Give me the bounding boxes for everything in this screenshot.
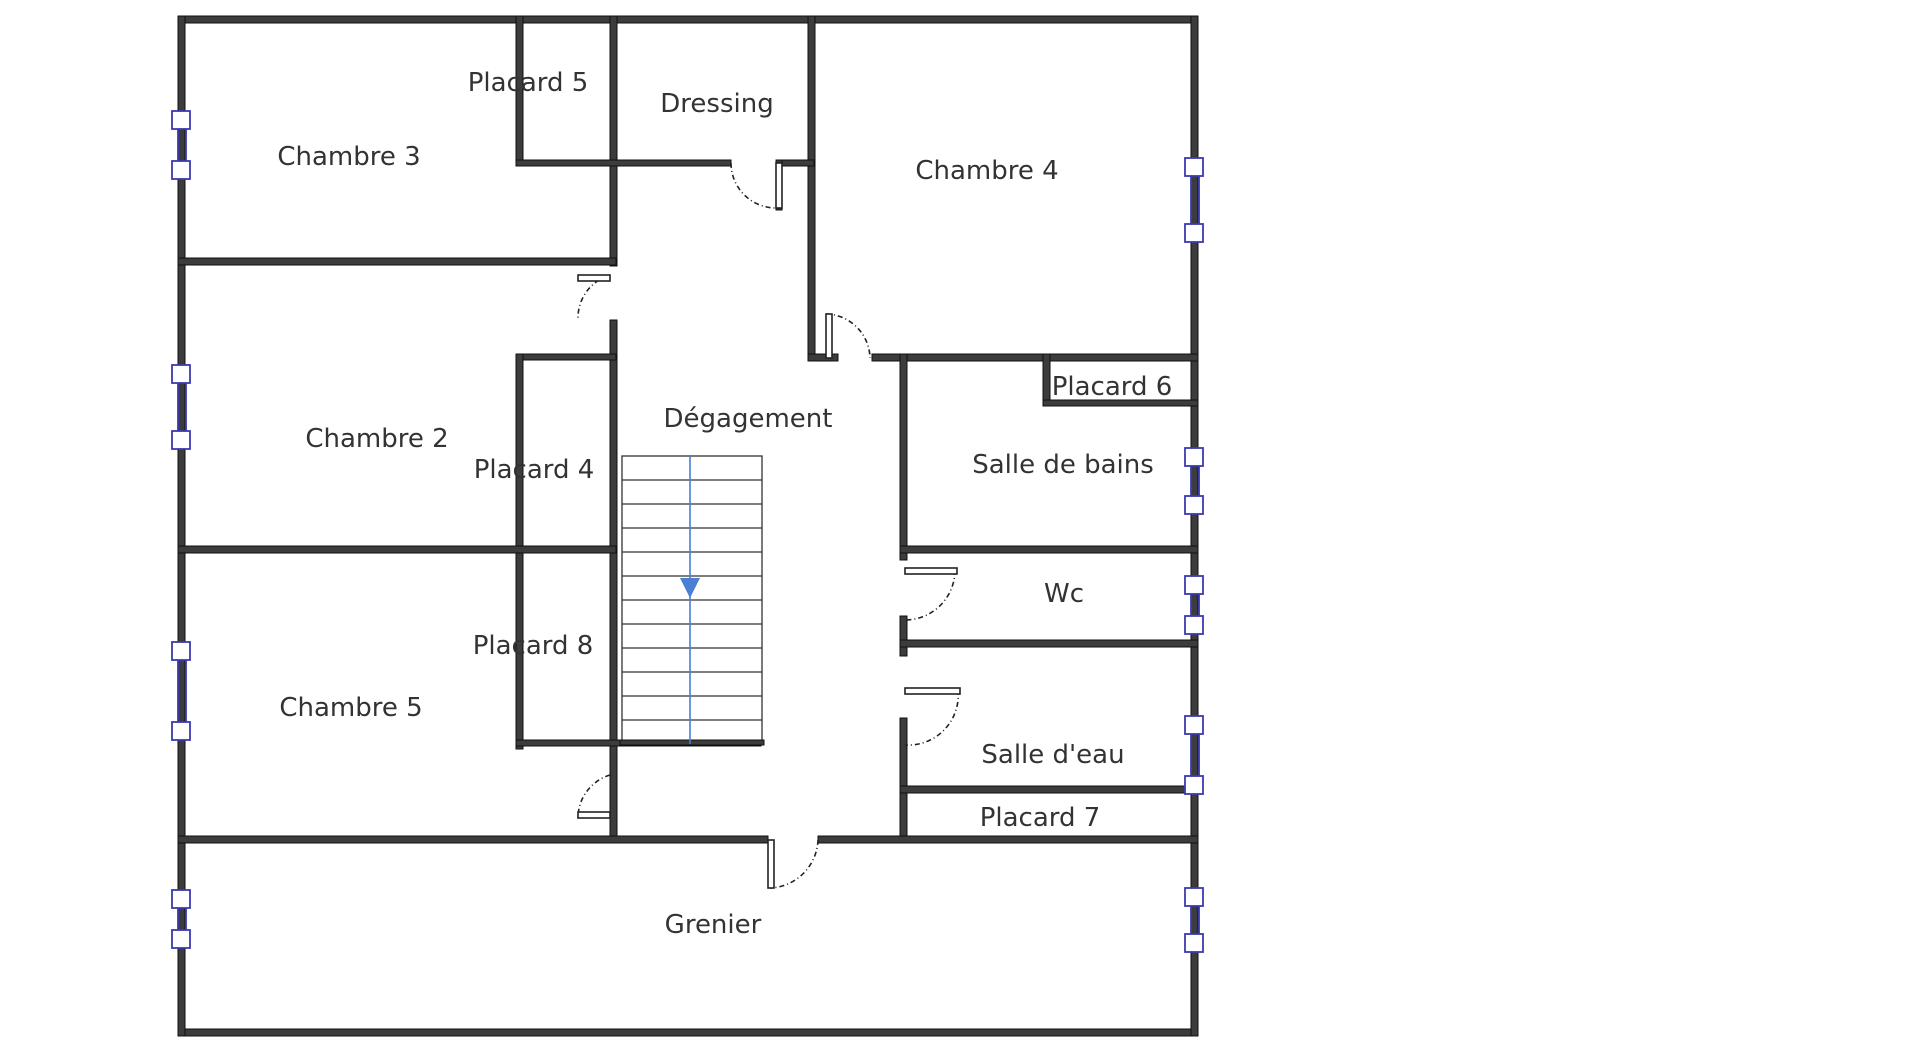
window-chambre2 [171,364,191,450]
stair-treads [619,479,765,746]
window-chambre5 [171,641,191,741]
room-label-salle-d-eau: Salle d'eau [981,740,1124,770]
window-salle-d-eau [1184,715,1204,795]
window-salle-de-bains [1184,447,1204,515]
door-grenier [767,839,819,889]
window-chambre4 [1184,157,1204,243]
room-label-placard-8: Placard 8 [473,631,594,661]
window-chambre3 [171,110,191,180]
doors [577,162,961,889]
room-label-degagement: Dégagement [664,404,833,434]
room-label-placard-6: Placard 6 [1052,372,1173,402]
room-label-salle-de-bains: Salle de bains [972,450,1154,480]
door-chambre4 [825,313,871,359]
room-label-chambre-4: Chambre 4 [915,156,1058,186]
room-label-dressing: Dressing [660,89,773,119]
staircase [619,455,765,746]
room-label-placard-5: Placard 5 [468,68,589,98]
door-chambre2 [577,274,611,321]
outer-walls [177,15,1199,1037]
window-grenier-right [1184,887,1204,953]
stair-arrow-icon [680,578,700,598]
room-label-chambre-3: Chambre 3 [277,142,420,172]
room-label-grenier: Grenier [665,910,762,940]
room-label-placard-4: Placard 4 [474,455,595,485]
door-dressing [730,162,783,209]
stair-base [619,739,765,746]
window-wc [1184,575,1204,635]
window-grenier-left [171,889,191,949]
room-label-chambre-5: Chambre 5 [279,693,422,723]
room-labels: Chambre 3 Placard 5 Dressing Chambre 4 C… [277,68,1172,940]
door-salle-d-eau [904,687,961,746]
door-chambre5 [577,774,611,819]
windows [171,110,1204,953]
room-label-wc: Wc [1044,579,1084,609]
room-label-chambre-2: Chambre 2 [305,424,448,454]
door-wc [904,567,958,621]
room-label-placard-7: Placard 7 [980,803,1101,833]
